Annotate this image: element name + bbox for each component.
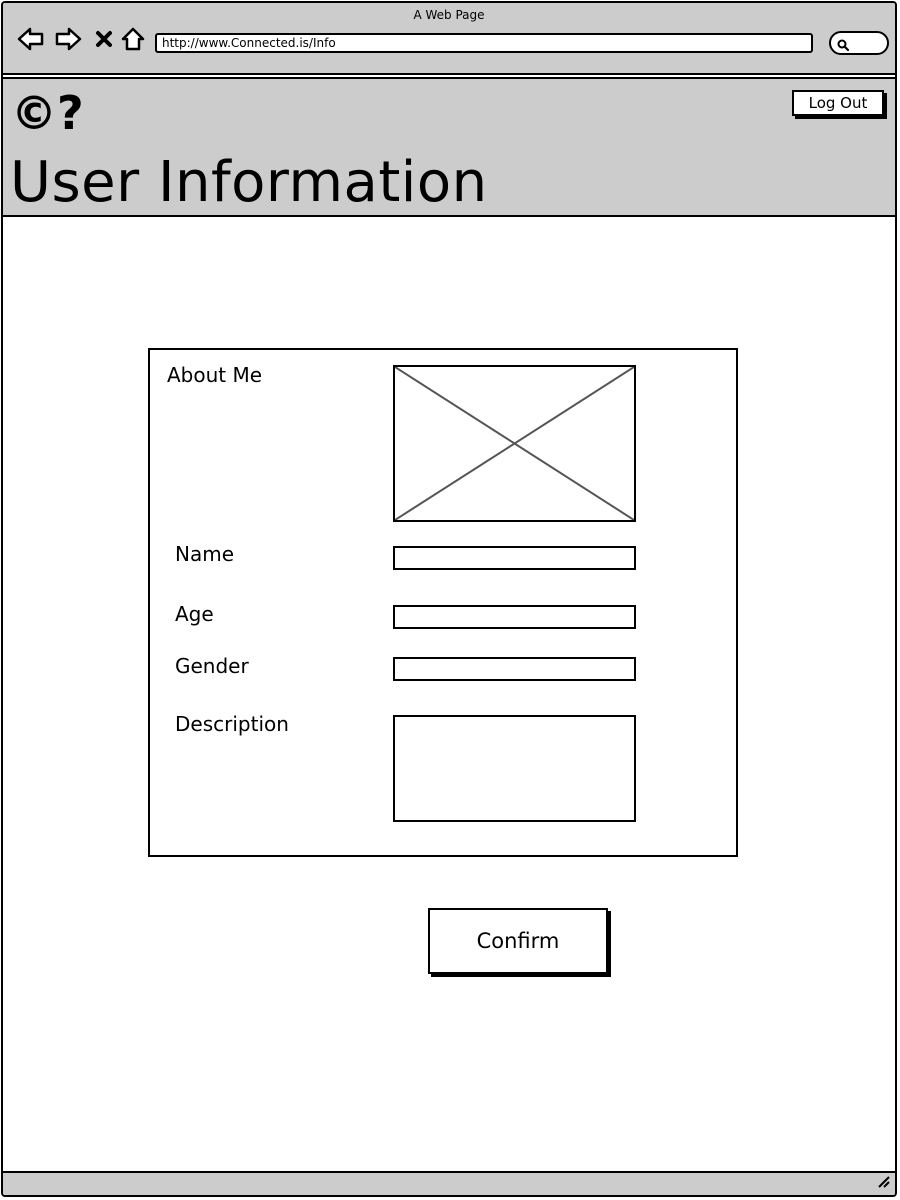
user-info-form: About Me Name Age Gender Description — [148, 348, 738, 857]
search-icon — [836, 37, 850, 56]
resize-grip-icon[interactable] — [875, 1173, 891, 1193]
confirm-button[interactable]: Confirm — [428, 908, 608, 974]
profile-image-placeholder[interactable] — [393, 365, 636, 522]
back-arrow-icon[interactable] — [17, 25, 45, 53]
log-out-button[interactable]: Log Out — [792, 90, 884, 116]
about-me-label: About Me — [167, 363, 263, 387]
window-title: A Web Page — [413, 8, 485, 22]
url-field[interactable]: http://www.Connected.is/Info — [155, 33, 813, 53]
page-header: ©? User Information Log Out — [3, 77, 895, 217]
browser-toolbar: A Web Page http://www.Connected.is/Info — [3, 3, 895, 75]
close-x-icon[interactable] — [90, 25, 118, 53]
gender-label: Gender — [175, 654, 249, 678]
age-label: Age — [175, 602, 214, 626]
forward-arrow-icon[interactable] — [54, 25, 82, 53]
browser-search-field[interactable] — [829, 31, 889, 55]
home-icon[interactable] — [119, 25, 147, 53]
site-logo: ©? — [11, 86, 84, 140]
description-label: Description — [175, 712, 289, 736]
description-textarea[interactable] — [393, 715, 636, 822]
name-input[interactable] — [393, 546, 636, 570]
name-label: Name — [175, 542, 235, 566]
page-title: User Information — [10, 150, 488, 215]
gender-input[interactable] — [393, 657, 636, 681]
status-bar — [3, 1171, 895, 1195]
age-input[interactable] — [393, 605, 636, 629]
